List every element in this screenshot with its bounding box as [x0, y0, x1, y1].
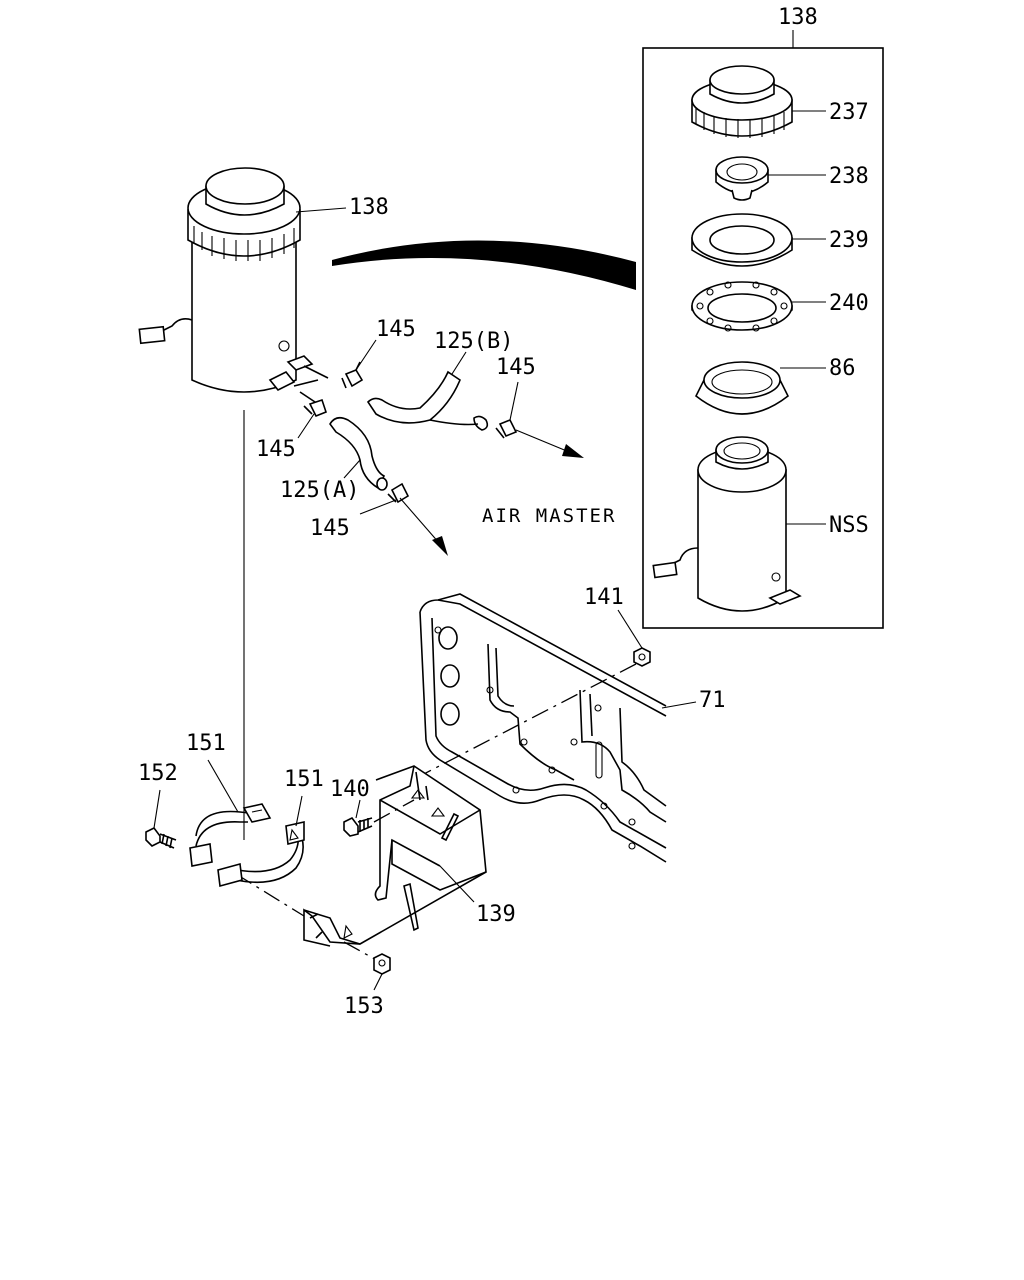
mount-line-band	[235, 873, 305, 917]
callout-71: 71	[699, 688, 726, 713]
callout-145-right: 145	[496, 355, 536, 380]
hose-clamp-145-left	[303, 398, 327, 418]
ring-part-239	[691, 213, 793, 267]
flow-arrow-down	[432, 536, 448, 556]
mount-line-bolt	[373, 799, 415, 823]
hose-clamp-145-top	[341, 361, 364, 389]
callout-151-lower: 151	[284, 767, 324, 792]
cap-part-237	[691, 65, 793, 138]
callout-153: 153	[344, 994, 384, 1019]
callout-145-left: 145	[256, 437, 296, 462]
callout-86: 86	[829, 356, 856, 381]
callout-145-top: 145	[376, 317, 416, 342]
callout-125a: 125(A)	[280, 478, 359, 503]
inset-part-number: 138	[778, 5, 818, 30]
tank-body-nss	[652, 436, 802, 612]
callout-138: 138	[349, 195, 389, 220]
callout-125b: 125(B)	[434, 329, 513, 354]
mount-line-upper	[419, 663, 637, 777]
hose-clamp-145-bottom	[387, 482, 410, 504]
callout-141: 141	[584, 585, 624, 610]
strap-band-151-upper	[189, 803, 272, 867]
callout-145-bottom: 145	[310, 516, 350, 541]
caption-air-master: AIR MASTER	[482, 505, 616, 527]
callout-152: 152	[138, 761, 178, 786]
callout-238: 238	[829, 164, 869, 189]
callout-151-upper: 151	[186, 731, 226, 756]
bolt-140	[343, 816, 373, 837]
callout-237: 237	[829, 100, 869, 125]
ring-part-86	[694, 361, 790, 415]
hose-125a	[329, 416, 386, 490]
nut-153	[373, 953, 391, 975]
hose-clamp-145-right	[495, 418, 518, 439]
strap-band-151-lower	[217, 821, 305, 888]
callout-239: 239	[829, 228, 869, 253]
inset-frame	[642, 47, 884, 629]
flow-arrow-right	[562, 444, 584, 458]
nut-141	[633, 647, 651, 667]
inset-exploded-view: 138 237 238 239	[642, 5, 884, 629]
bolt-152	[145, 826, 177, 849]
callout-139: 139	[476, 902, 516, 927]
reservoir-tank-138	[138, 167, 329, 405]
callout-240: 240	[829, 291, 869, 316]
hose-125b	[366, 370, 461, 424]
frame-71	[419, 593, 667, 863]
gasket-part-240	[691, 281, 793, 332]
seal-part-238	[715, 156, 769, 201]
callout-nss: NSS	[829, 513, 869, 538]
callout-140: 140	[330, 777, 370, 802]
detail-arrow	[332, 240, 636, 290]
